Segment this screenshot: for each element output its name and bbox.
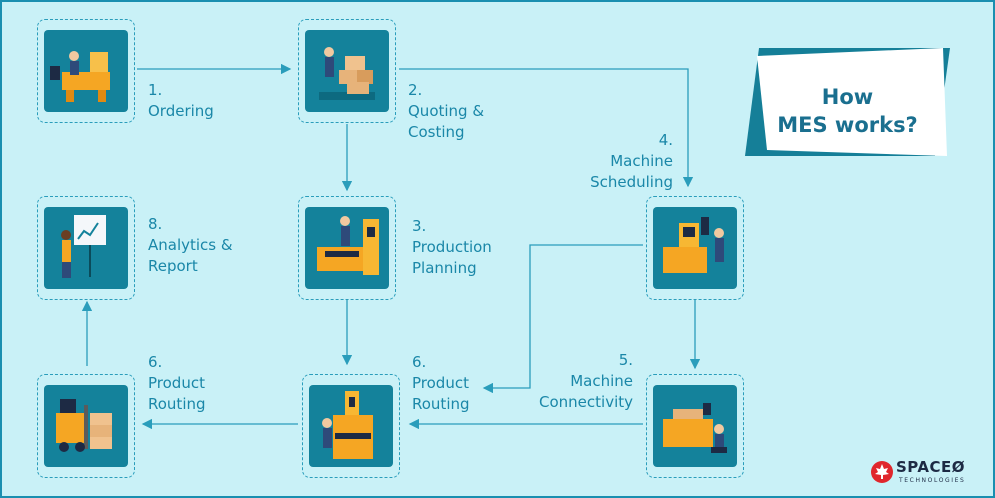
- brand-tagline: TECHNOLOGIES: [899, 477, 966, 484]
- card-quoting-costing: [298, 19, 396, 123]
- company-logo: SPACEØ TECHNOLOGIES: [870, 456, 985, 490]
- step-product-routing-middle-label: 6. Product Routing: [412, 353, 470, 413]
- card-ordering: [37, 19, 135, 123]
- maple-leaf-icon: [871, 461, 893, 483]
- ordering-illustration: [44, 30, 128, 112]
- machine-connectivity-illustration: [653, 385, 737, 467]
- card-product-routing-left: [37, 374, 135, 478]
- card-product-routing-middle: [302, 374, 400, 478]
- card-machine-scheduling: [646, 196, 744, 300]
- step-ordering-label: 1. Ordering: [148, 81, 214, 120]
- step-analytics-label: 8. Analytics & Report: [148, 215, 233, 275]
- brand-name: SPACEØ: [896, 458, 966, 476]
- quoting-illustration: [305, 30, 389, 112]
- machine-scheduling-illustration: [653, 207, 737, 289]
- analytics-illustration: [44, 207, 128, 289]
- arrow-2-to-4: [399, 68, 694, 188]
- card-production-planning: [298, 196, 396, 300]
- banner-title-line1: How: [821, 85, 874, 109]
- card-machine-connectivity: [646, 374, 744, 478]
- production-planning-illustration: [305, 207, 389, 289]
- how-mes-works-banner: How MES works?: [745, 48, 950, 156]
- step-production-planning-label: 3. Production Planning: [412, 217, 492, 277]
- banner-title-line2: MES works?: [777, 113, 918, 137]
- step-product-routing-left-label: 6. Product Routing: [148, 353, 206, 413]
- card-analytics-report: [37, 196, 135, 300]
- arrow-4-to-6: [482, 244, 643, 394]
- step-machine-scheduling-label: 4. Machine Scheduling: [590, 131, 673, 191]
- forklift-illustration: [44, 385, 128, 467]
- product-routing-machine-illustration: [309, 385, 393, 467]
- step-machine-connectivity-label: 5. Machine Connectivity: [539, 351, 633, 411]
- step-quoting-label: 2. Quoting & Costing: [408, 81, 485, 141]
